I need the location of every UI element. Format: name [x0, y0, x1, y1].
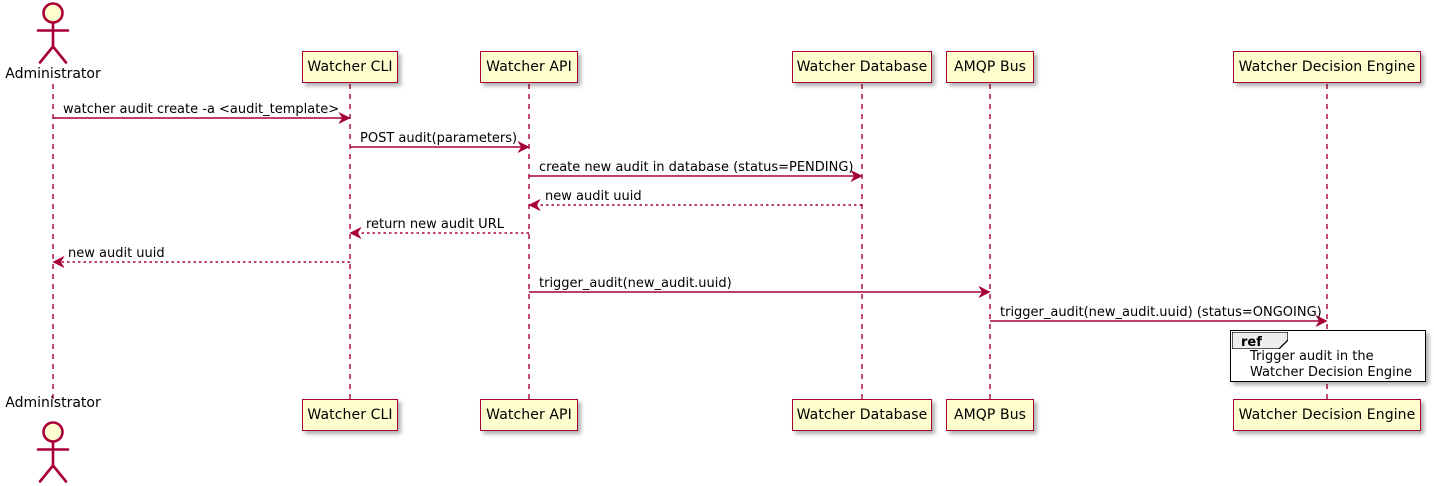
participant-bottom-amqp-bus[interactable]: AMQP Bus [946, 399, 1034, 431]
participant-bottom-watcher-api[interactable]: Watcher API [480, 399, 578, 431]
message-label-5: return new audit URL [366, 217, 504, 232]
message-label-7: trigger_audit(new_audit.uuid) [539, 276, 732, 291]
message-label-3: create new audit in database (status=PEN… [539, 160, 854, 175]
participant-label: Watcher API [486, 407, 572, 423]
actor-label-administrator-top: Administrator [5, 66, 101, 82]
message-label-2: POST audit(parameters) [360, 131, 518, 146]
actor-leg-right [51, 464, 68, 483]
actor-figure-administrator-top [36, 2, 70, 64]
ref-tag-label: ref [1241, 335, 1262, 350]
participant-label: Watcher Database [796, 407, 928, 423]
participant-top-watcher-database[interactable]: Watcher Database [792, 51, 932, 83]
message-arrowhead-3 [850, 170, 863, 182]
participant-top-watcher-decision-engine[interactable]: Watcher Decision Engine [1233, 51, 1421, 83]
message-arrowhead-5 [349, 227, 362, 239]
message-arrowhead-8 [1315, 315, 1328, 327]
actor-label-administrator-bottom: Administrator [5, 395, 101, 411]
message-label-8: trigger_audit(new_audit.uuid) (status=ON… [1000, 305, 1322, 320]
message-6 [52, 256, 350, 268]
message-2 [350, 141, 530, 153]
actor-leg-left [38, 45, 55, 64]
message-arrowhead-1 [338, 112, 351, 124]
message-label-4: new audit uuid [545, 189, 642, 204]
message-label-1: watcher audit create -a <audit_template> [63, 102, 340, 117]
message-8 [990, 315, 1328, 327]
participant-bottom-watcher-cli[interactable]: Watcher CLI [302, 399, 398, 431]
actor-leg-right [51, 45, 68, 64]
message-3 [529, 170, 863, 182]
ref-tag-shape [1231, 331, 1288, 349]
message-1 [53, 112, 351, 124]
message-arrowhead-6 [52, 256, 65, 268]
message-5 [349, 227, 529, 239]
participant-label: Watcher CLI [307, 59, 393, 75]
participant-label: AMQP Bus [953, 59, 1027, 75]
participant-label: Watcher Decision Engine [1238, 407, 1416, 423]
participant-label: Watcher Decision Engine [1238, 59, 1416, 75]
actor-figure-administrator-bottom [36, 421, 70, 483]
participant-top-watcher-api[interactable]: Watcher API [480, 51, 578, 83]
participant-label: AMQP Bus [953, 407, 1027, 423]
actor-leg-left [38, 464, 55, 483]
participant-label: Watcher Database [796, 59, 928, 75]
message-arrowhead-4 [528, 199, 541, 211]
message-4 [528, 199, 862, 211]
participant-top-amqp-bus[interactable]: AMQP Bus [946, 51, 1034, 83]
ref-body-line-2: Watcher Decision Engine [1250, 365, 1412, 380]
ref-tag-polygon [1231, 331, 1288, 349]
ref-body-line-1: Trigger audit in the [1250, 349, 1374, 364]
participant-bottom-watcher-database[interactable]: Watcher Database [792, 399, 932, 431]
message-7 [529, 286, 991, 298]
participant-top-watcher-cli[interactable]: Watcher CLI [302, 51, 398, 83]
participant-label: Watcher API [486, 59, 572, 75]
message-label-6: new audit uuid [68, 246, 165, 261]
participant-label: Watcher CLI [307, 407, 393, 423]
participant-bottom-watcher-decision-engine[interactable]: Watcher Decision Engine [1233, 399, 1421, 431]
message-arrowhead-2 [517, 141, 530, 153]
message-arrowhead-7 [978, 286, 991, 298]
